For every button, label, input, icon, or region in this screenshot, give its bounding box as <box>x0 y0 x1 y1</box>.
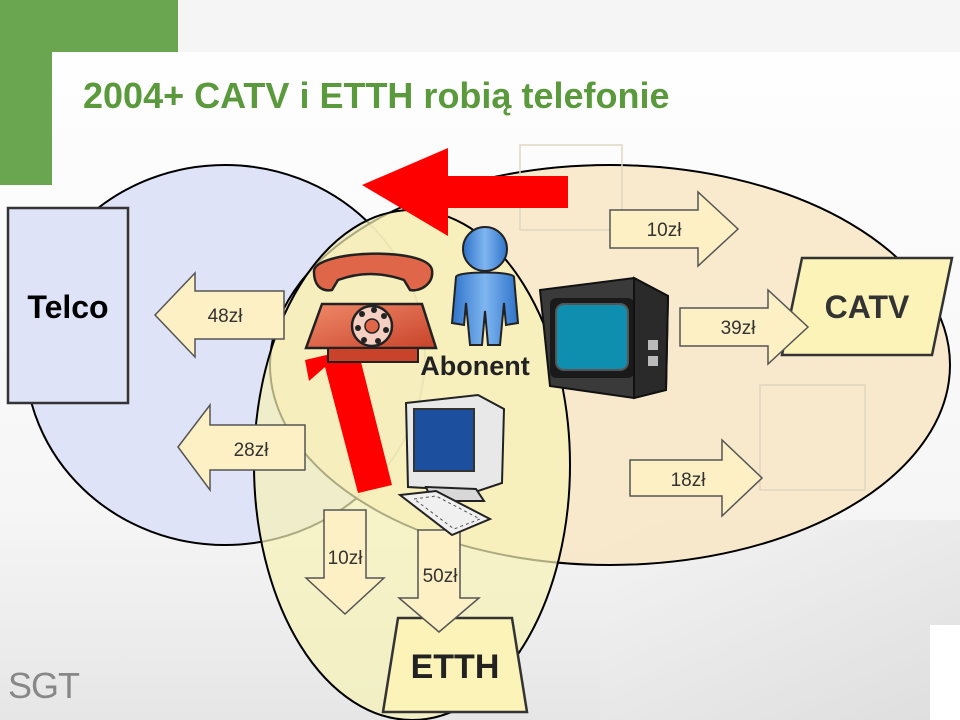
etth-box <box>381 616 529 714</box>
telco-box <box>6 206 130 405</box>
catv-tv-arrow <box>679 288 810 366</box>
grid-box <box>759 384 866 491</box>
catv-to-telco-label: 10zł <box>647 220 683 241</box>
telco-voice-arrow <box>153 271 285 359</box>
catv-label: CATV <box>825 289 910 325</box>
bottom-right-corner <box>930 625 960 720</box>
etth-data-label: 50zł <box>423 566 459 587</box>
sgt-logo: SGT <box>8 665 80 706</box>
catv-tv-label: 39zł <box>721 318 757 339</box>
etth-voice-arrow <box>304 509 386 616</box>
catv-data-label: 18zł <box>671 470 707 491</box>
telephone-icon <box>304 252 438 363</box>
tv-icon <box>538 276 670 400</box>
green-accent-bar <box>0 0 178 52</box>
catv-to-telco-arrow <box>609 190 740 268</box>
grey-accent-block <box>178 0 960 52</box>
person-icon <box>450 226 520 346</box>
red-arrow-diagonal <box>305 343 392 493</box>
slide-title: 2004+ CATV i ETTH robią telefonie <box>83 75 669 116</box>
telco-data-label: 28zł <box>234 440 270 461</box>
telco-voice-label: 48zł <box>208 306 244 327</box>
computer-icon <box>397 393 506 537</box>
telco-data-arrow <box>177 402 306 493</box>
red-arrow-left <box>362 148 568 236</box>
telco-label: Telco <box>27 289 108 325</box>
etth-voice-label: 10zł <box>328 548 364 569</box>
etth-label: ETTH <box>411 648 500 686</box>
subscriber-label: Abonent <box>420 351 529 381</box>
etth-data-arrow <box>396 529 482 633</box>
catv-data-arrow <box>629 438 764 518</box>
